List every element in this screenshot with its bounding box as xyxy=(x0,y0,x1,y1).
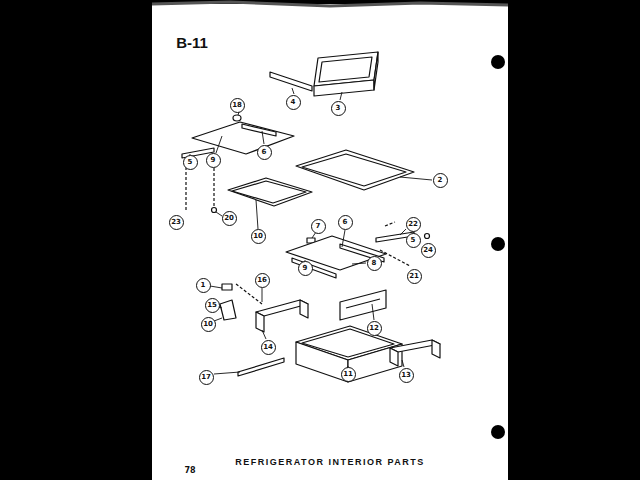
parts xyxy=(182,52,440,382)
callout-number: 12 xyxy=(367,321,382,336)
callout-number: 5 xyxy=(406,233,421,248)
callout-number: 15 xyxy=(205,298,220,313)
figure-code: B-11 xyxy=(176,34,208,51)
callout-number: 13 xyxy=(399,368,414,383)
scan-edge xyxy=(152,2,508,6)
callout-number: 9 xyxy=(206,153,221,168)
callout-number: 7 xyxy=(311,219,326,234)
callout-number: 18 xyxy=(230,98,245,113)
callout-number: 22 xyxy=(406,217,421,232)
callout-number: 24 xyxy=(421,243,436,258)
callout-number: 10 xyxy=(201,317,216,332)
callout-number: 5 xyxy=(183,155,198,170)
callout-number: 6 xyxy=(257,145,272,160)
callout-number: 4 xyxy=(286,95,301,110)
callout-number: 16 xyxy=(255,273,270,288)
leader-lines xyxy=(190,88,432,374)
callout-number: 17 xyxy=(199,370,214,385)
callout-number: 11 xyxy=(341,367,356,382)
callout-number: 20 xyxy=(222,211,237,226)
callout-number: 8 xyxy=(367,256,382,271)
callout-number: 23 xyxy=(169,215,184,230)
callout-number: 3 xyxy=(331,101,346,116)
callout-number: 2 xyxy=(433,173,448,188)
callout-number: 10 xyxy=(251,229,266,244)
callout-number: 6 xyxy=(338,215,353,230)
binder-holes xyxy=(491,55,505,439)
callout-number: 1 xyxy=(196,278,211,293)
callout-number: 9 xyxy=(298,261,313,276)
page xyxy=(152,4,508,480)
callout-number: 21 xyxy=(407,269,422,284)
page-number: 78 xyxy=(184,466,195,475)
callout-number: 14 xyxy=(261,340,276,355)
figure-caption: REFRIGERATOR INTERIOR PARTS xyxy=(235,457,425,467)
